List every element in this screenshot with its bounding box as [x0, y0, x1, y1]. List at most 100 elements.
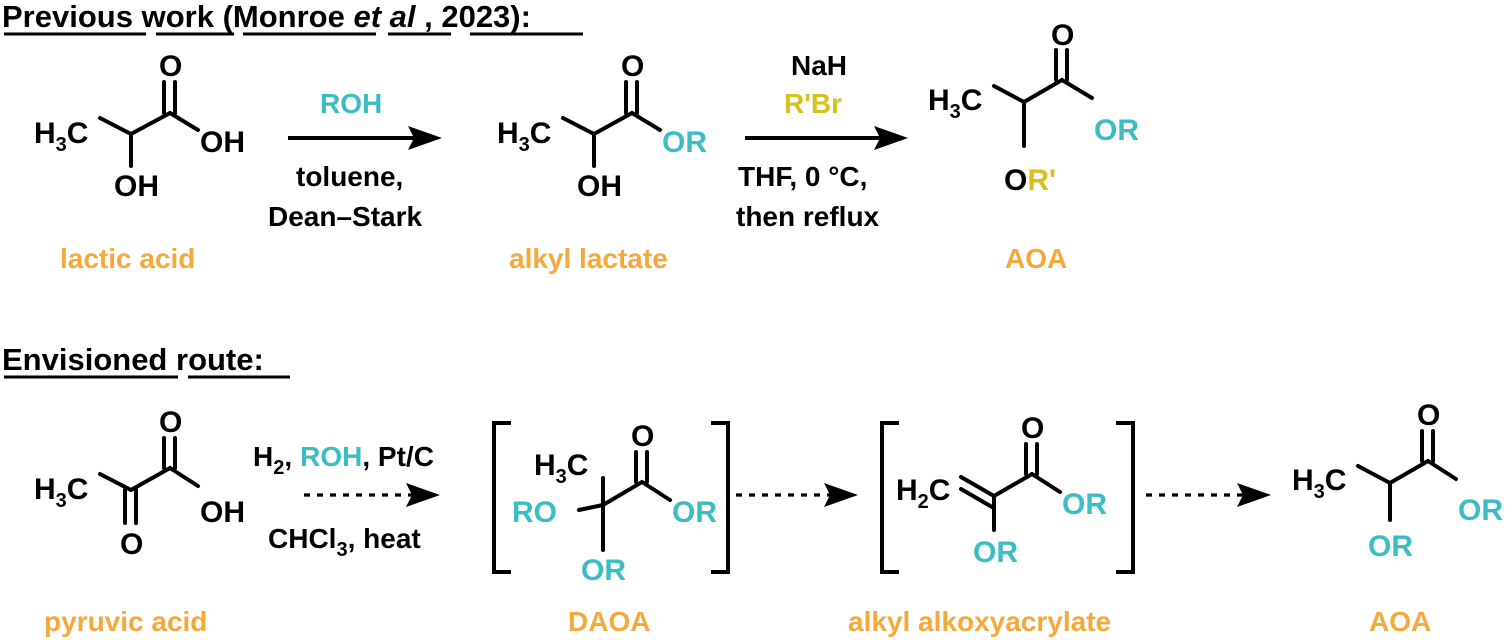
- atom-h: H: [928, 84, 950, 117]
- previous-work-heading: Previous work (Monroe et al , 2023):: [2, 0, 583, 36]
- svg-text:H3C: H3C: [534, 449, 588, 488]
- reagent-r-prime-br: R'Br: [784, 88, 842, 119]
- heading-citation-start: (Monroe: [223, 0, 345, 34]
- ester-or: OR: [1094, 114, 1139, 147]
- alkoxy-or: OR: [581, 554, 626, 587]
- atom-c: C: [961, 84, 983, 117]
- heading-citation-end: , 2023):: [424, 0, 531, 34]
- condition-reflux: then reflux: [736, 201, 880, 232]
- atom-h: H: [534, 449, 556, 482]
- aoa-structure-top: H3C O OR OR' AOA: [928, 19, 1139, 274]
- acid-oh: OH: [200, 126, 245, 159]
- aoa-structure-bottom: H3C O OR OR AOA: [1292, 399, 1503, 637]
- condition-dean-stark: Dean–Stark: [268, 201, 423, 232]
- svg-text:H3C: H3C: [34, 117, 88, 156]
- heading-word-previous: Previous: [2, 0, 133, 34]
- arrow-envisioned-1: H2,ROH, Pt/C CHCl3, heat: [253, 441, 440, 561]
- svg-text:H3C: H3C: [497, 117, 551, 156]
- heading-word-route: route:: [176, 342, 264, 377]
- acid-oh: OH: [200, 496, 245, 529]
- ester-or: OR: [662, 126, 707, 159]
- alkoxy-or: OR: [1368, 530, 1413, 563]
- reagent-nah: NaH: [791, 50, 847, 81]
- bracket-right: [1116, 421, 1135, 574]
- ester-or: OR: [672, 496, 717, 529]
- alkoxy-or: OR: [973, 536, 1018, 569]
- label-pyruvic-acid: pyruvic acid: [44, 606, 207, 637]
- svg-text:H3C: H3C: [34, 473, 88, 512]
- label-daoa: DAOA: [568, 606, 650, 637]
- subscript-3: 3: [1314, 481, 1325, 503]
- reagent-roh: ROH: [300, 441, 362, 472]
- svg-text:Previous work: Previous work (Monroe et al , 2023):: [2, 0, 531, 34]
- heading-word-work: work: [141, 0, 215, 34]
- subscript-3: 3: [56, 490, 67, 512]
- carbonyl-o: O: [1417, 399, 1440, 432]
- keto-o: O: [120, 528, 143, 561]
- atom-c: C: [1325, 464, 1347, 497]
- atom-c: C: [567, 449, 589, 482]
- pyruvic-acid-structure: H3C O OH O pyruvic acid: [34, 406, 245, 637]
- svg-text:CHCl3, heat: CHCl3, heat: [268, 523, 421, 561]
- arrow-envisioned-2: [736, 483, 858, 507]
- atom-h: H: [896, 474, 918, 507]
- label-aoa-bottom: AOA: [1369, 606, 1431, 637]
- lactic-acid-structure: H3C O OH OH lactic acid: [34, 50, 245, 274]
- carbonyl-o: O: [1051, 19, 1074, 52]
- svg-text:H2C: H2C: [896, 474, 950, 513]
- label-alkyl-lactate: alkyl lactate: [509, 243, 668, 274]
- subscript-3: 3: [519, 134, 530, 156]
- condition-toluene: toluene,: [296, 161, 403, 192]
- svg-text:OR': OR': [1004, 164, 1056, 197]
- comma: ,: [284, 441, 292, 472]
- carbonyl-o: O: [631, 420, 654, 453]
- svg-text:H3C: H3C: [928, 84, 982, 123]
- alcohol-oh: OH: [114, 170, 159, 203]
- atom-h: H: [34, 117, 56, 150]
- label-lactic-acid: lactic acid: [60, 243, 195, 274]
- condition-heat: , heat: [348, 523, 421, 554]
- label-aoa-top: AOA: [1005, 243, 1067, 274]
- atom-h: H: [34, 473, 56, 506]
- condition-thf: THF, 0 °C,: [738, 161, 867, 192]
- alcohol-oh: OH: [577, 170, 622, 203]
- ester-or: OR: [1458, 494, 1503, 527]
- subscript-3: 3: [556, 466, 567, 488]
- arrow-step-2: NaH R'Br THF, 0 °C, then reflux: [736, 50, 908, 232]
- subscript-3: 3: [950, 101, 961, 123]
- carbonyl-o: O: [159, 406, 182, 439]
- bracket-left: [880, 421, 899, 574]
- atom-h: H: [1292, 464, 1314, 497]
- arrow-envisioned-3: [1146, 483, 1271, 507]
- reagent-roh: ROH: [320, 88, 382, 119]
- atom-h: H: [497, 117, 519, 150]
- carbonyl-o: O: [159, 50, 182, 83]
- atom-c: C: [929, 474, 951, 507]
- label-alkyl-alkoxyacrylate: alkyl alkoxyacrylate: [848, 606, 1111, 637]
- envisioned-route-heading: Envisioned route:: [2, 342, 290, 379]
- daoa-structure: H3C O RO OR OR DAOA: [492, 420, 730, 637]
- atom-c: C: [67, 117, 89, 150]
- acrylate-structure: H2C O OR OR alkyl alkoxyacrylate: [848, 412, 1135, 637]
- svg-text:H2,ROH, Pt/C: H2,ROH, Pt/C: [253, 441, 434, 479]
- heading-et-al: et al: [353, 0, 416, 34]
- svg-text:Envisioned route: Envisioned route:: [2, 342, 264, 377]
- atom-c: C: [67, 473, 89, 506]
- subscript-3: 3: [336, 539, 347, 561]
- ether-o: O: [1004, 164, 1027, 197]
- svg-text:H3C: H3C: [1292, 464, 1346, 503]
- heading-word-envisioned: Envisioned: [2, 342, 167, 377]
- subscript-2: 2: [273, 457, 284, 479]
- ether-r-prime: R': [1027, 164, 1056, 197]
- carbonyl-o: O: [1021, 412, 1044, 445]
- alkoxy-ro: RO: [512, 496, 557, 529]
- arrow-step-1: ROH toluene, Dean–Stark: [268, 88, 442, 232]
- atom-c: C: [530, 117, 552, 150]
- alkyl-lactate-structure: H3C O OR OH alkyl lactate: [497, 50, 707, 274]
- bracket-left: [492, 421, 511, 574]
- subscript-3: 3: [56, 134, 67, 156]
- catalyst-pt-c: , Pt/C: [362, 441, 434, 472]
- carbonyl-o: O: [621, 50, 644, 83]
